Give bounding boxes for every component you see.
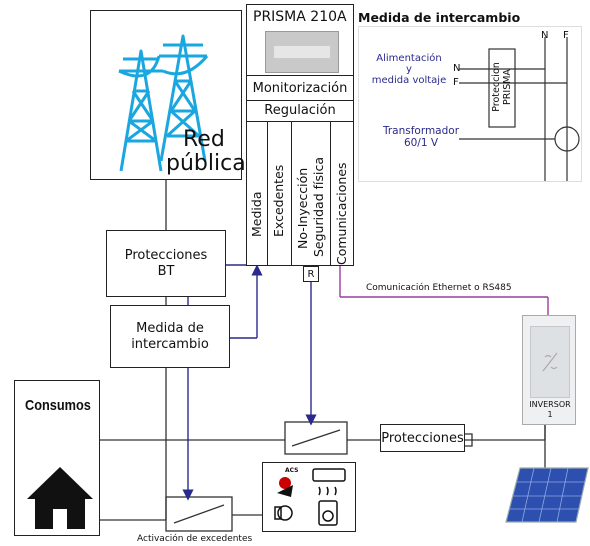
consumos-box: Consumos: [14, 380, 100, 536]
inverter-icon: [530, 326, 570, 398]
alim-line-1: Alimentación: [376, 53, 442, 64]
alim-line-3: medida voltaje: [371, 75, 447, 86]
exchange-panel: N F Alimentación y medida voltaje N F Pr…: [358, 26, 582, 182]
n-tag: N: [453, 63, 461, 74]
protecciones-label: Protecciones: [381, 430, 464, 446]
exchange-wiring: [459, 37, 580, 181]
washing-machine-icon: [318, 500, 338, 526]
alim-line-2: y: [406, 64, 412, 75]
signal-no-inyeccion: No-Inyección: [295, 167, 310, 249]
signal-comunicaciones: Comunicaciones: [334, 162, 349, 265]
inversor-label: INVERSOR 1: [523, 400, 577, 420]
consumos-label: Consumos: [25, 397, 91, 414]
monitor-label: Monitorización: [252, 80, 348, 96]
activacion-label: Activación de excedentes: [137, 534, 253, 544]
red-publica-box: Red pública: [90, 10, 246, 180]
red-label-1: Red: [183, 127, 225, 152]
signal-seguridad: Seguridad física: [311, 157, 326, 257]
prisma-title: PRISMA 210A: [253, 9, 347, 25]
f-tag: F: [453, 77, 459, 88]
comm-label: Comunicación Ethernet o RS485: [366, 283, 512, 293]
relay-label: R: [307, 268, 315, 280]
protecciones-bt-line-1: Protecciones: [124, 247, 208, 263]
signal-medida: Medida: [249, 191, 264, 237]
ev-charger-icon: [274, 505, 293, 521]
house-icon: [27, 467, 93, 529]
alimentacion-label: Alimentación y medida voltaje: [367, 53, 451, 86]
inversor-box: INVERSOR 1: [522, 315, 576, 425]
prisma-device-image: [265, 31, 339, 73]
prot-line-2: PRISMA: [502, 69, 513, 105]
proteccion-prisma-label: Proteccion PRISMA: [491, 51, 513, 123]
water-heater-icon: [277, 477, 293, 497]
trafo-line-1: Transformador: [382, 125, 460, 137]
prisma-device: PRISMA 210A Monitorización Regulación Me…: [246, 4, 354, 266]
medida-int-line-2: intercambio: [131, 336, 209, 352]
air-conditioner-icon: [312, 468, 346, 496]
solar-panel-icon: [505, 467, 589, 523]
protecciones-bt-box: Protecciones BT: [106, 230, 226, 297]
trafo-line-2: 60/1 V: [403, 137, 439, 149]
protecciones-box: Protecciones: [380, 424, 465, 452]
relay-box: R: [303, 266, 319, 282]
acs-label: ACS: [285, 467, 299, 474]
medida-intercambio-box: Medida de intercambio: [110, 305, 230, 368]
inversor-line-1: INVERSOR: [529, 400, 571, 409]
prot-line-1: Proteccion: [491, 62, 502, 112]
appliances-box: ACS: [262, 462, 356, 532]
inversor-line-2: 1: [547, 410, 553, 419]
exchange-title: Medida de intercambio: [358, 10, 521, 25]
transformador-label: Transformador 60/1 V: [373, 125, 469, 149]
protecciones-bt-line-2: BT: [157, 263, 175, 279]
signal-excedentes: Excedentes: [271, 164, 286, 237]
regulacion-label: Regulación: [264, 102, 336, 118]
regulacion-row: Regulación: [247, 99, 353, 122]
red-label-2: pública: [166, 151, 246, 176]
appliances-icons: [274, 468, 346, 526]
monitor-row: Monitorización: [247, 75, 353, 101]
power-tower-icon: [118, 34, 209, 172]
medida-int-line-1: Medida de: [136, 320, 204, 336]
line-f-label: F: [563, 30, 569, 41]
line-n-label: N: [541, 30, 549, 41]
